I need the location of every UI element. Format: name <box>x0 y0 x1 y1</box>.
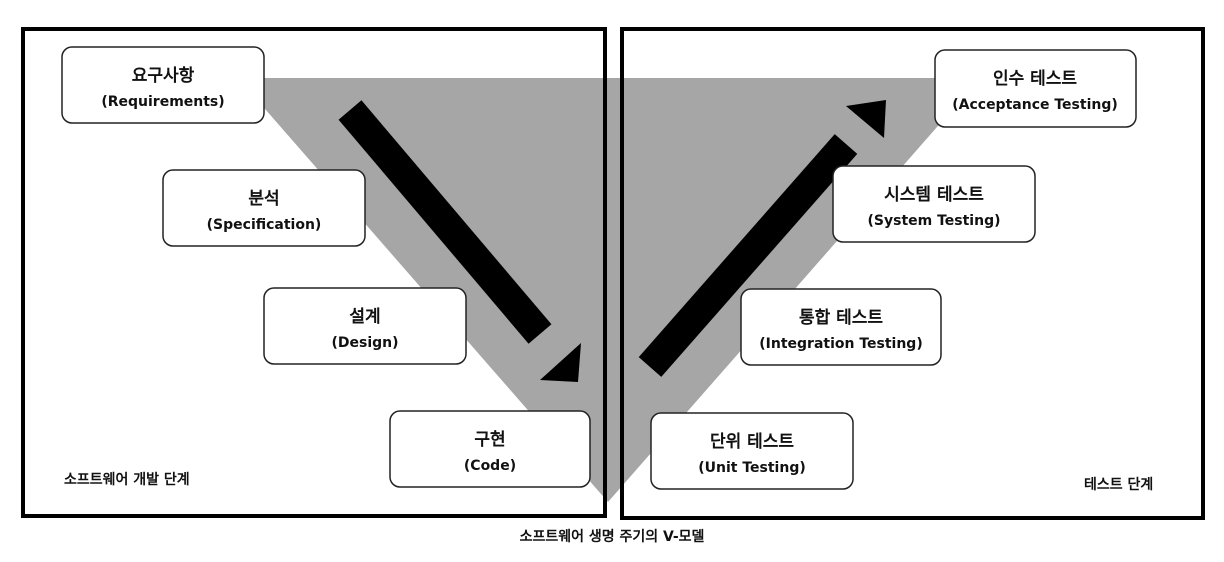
stage-code-subtitle: (Code) <box>464 458 516 474</box>
stage-requirements: 요구사항 (Requirements) <box>61 46 265 124</box>
stage-integration-testing-title: 통합 테스트 <box>799 307 883 328</box>
stage-unit-testing-subtitle: (Unit Testing) <box>698 460 806 476</box>
stage-specification: 분석 (Specification) <box>162 169 366 247</box>
stage-code-title: 구현 <box>474 430 505 450</box>
down-arrow-icon <box>338 100 581 382</box>
stage-unit-testing: 단위 테스트 (Unit Testing) <box>650 412 854 490</box>
stage-code: 구현 (Code) <box>389 410 591 488</box>
stage-system-testing-subtitle: (System Testing) <box>868 213 1001 229</box>
development-phase-frame <box>21 27 607 518</box>
stage-specification-subtitle: (Specification) <box>207 217 322 233</box>
stage-acceptance-testing-title: 인수 테스트 <box>993 69 1077 89</box>
stage-requirements-title: 요구사항 <box>132 65 195 86</box>
stage-design: 설계 (Design) <box>263 287 467 365</box>
testing-phase-label: 테스트 단계 <box>1084 476 1153 493</box>
stage-system-testing-title: 시스템 테스트 <box>884 185 984 205</box>
stage-integration-testing-subtitle: (Integration Testing) <box>759 336 922 352</box>
stage-system-testing: 시스템 테스트 (System Testing) <box>832 165 1036 243</box>
stage-specification-title: 분석 <box>248 189 279 209</box>
stage-acceptance-testing-subtitle: (Acceptance Testing) <box>952 97 1118 113</box>
up-arrow-icon <box>638 100 886 377</box>
stage-unit-testing-title: 단위 테스트 <box>710 432 794 452</box>
stage-design-title: 설계 <box>349 307 380 327</box>
development-phase-label: 소프트웨어 개발 단계 <box>64 471 190 488</box>
stage-integration-testing: 통합 테스트 (Integration Testing) <box>740 288 942 366</box>
diagram-caption: 소프트웨어 생명 주기의 V-모델 <box>520 528 705 545</box>
stage-design-subtitle: (Design) <box>331 335 398 351</box>
stage-requirements-subtitle: (Requirements) <box>101 94 224 110</box>
stage-acceptance-testing: 인수 테스트 (Acceptance Testing) <box>934 49 1137 128</box>
testing-phase-frame <box>620 27 1205 520</box>
